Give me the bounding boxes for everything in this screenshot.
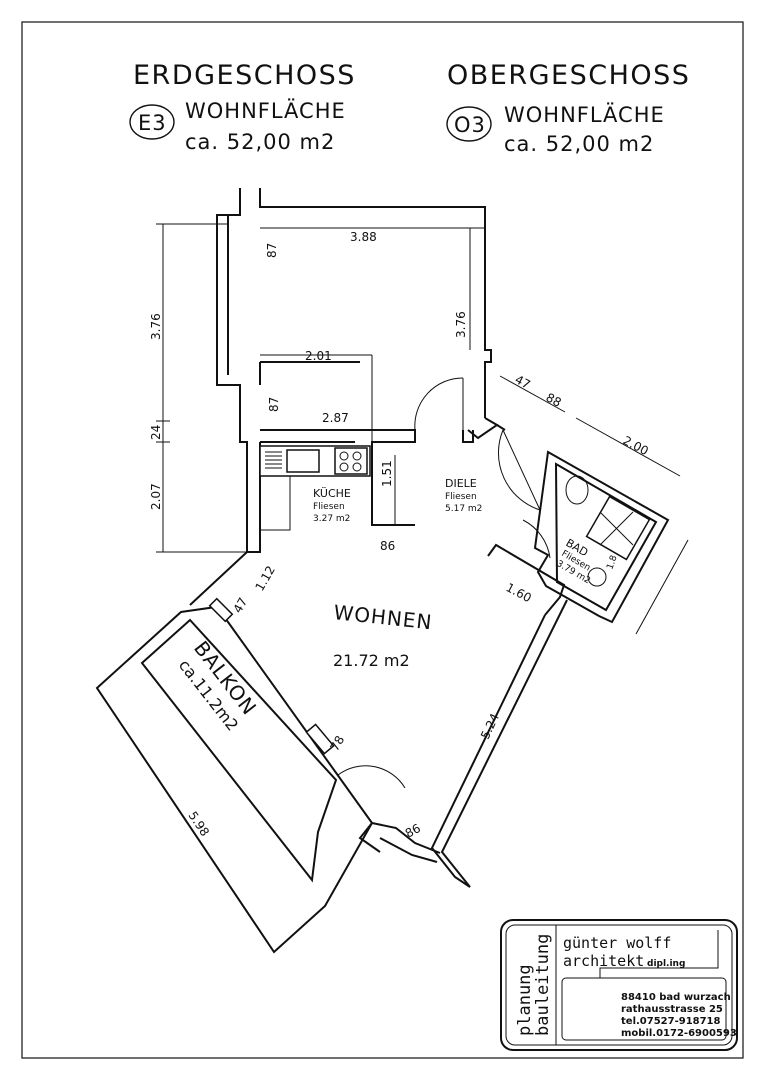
- dimension-lines: [96, 223, 689, 953]
- architect-stamp: planung bauleitung günter wolff architek…: [500, 919, 738, 1051]
- stamp-line-4: mobil.0172-6900593: [621, 1028, 737, 1039]
- unit-o3-label: O3: [454, 113, 486, 137]
- stamp-name: günter wolff: [563, 934, 671, 952]
- bath-fixtures: [565, 475, 651, 587]
- dim-bath-small: 1.8: [605, 554, 619, 571]
- room-kueche-area: 3.27 m2: [313, 514, 350, 524]
- dim-top-niche: 87: [265, 243, 279, 258]
- dim-living-door: 86: [403, 821, 423, 841]
- dim-kitchen-depth: 1.51: [380, 460, 394, 487]
- dim-inner-width: 2.01: [305, 349, 332, 363]
- unit-o3-circle: [446, 106, 492, 142]
- header-right-floor: OBERGESCHOSS: [447, 60, 690, 91]
- stamp-line-3: tel.07527-918718: [621, 1016, 721, 1027]
- sheet-frame: [21, 21, 744, 1059]
- unit-e3-circle: [129, 104, 175, 140]
- unit-e3-label: E3: [138, 111, 167, 135]
- dim-living-47: 47: [230, 595, 250, 615]
- room-wohnen-name: WOHNEN: [332, 600, 433, 634]
- dim-hall-47: 47: [513, 372, 533, 392]
- stamp-side-top: planung: [515, 964, 535, 1036]
- stamp-side-bottom: bauleitung: [533, 934, 553, 1036]
- balcony-post-marker: [208, 597, 234, 623]
- dim-bath-inner: 1.60: [504, 580, 534, 605]
- header-left-label: WOHNFLÄCHE: [185, 98, 346, 123]
- room-diele-finish: Fliesen: [445, 492, 477, 502]
- dim-hall-88: 88: [544, 390, 564, 410]
- header-left-area: ca. 52,00 m2: [185, 130, 335, 154]
- dim-bath-width: 2.00: [621, 433, 651, 458]
- room-wohnen-area: 21.72 m2: [333, 651, 410, 670]
- dim-left-mid: 24: [149, 425, 163, 440]
- kitchen-counter: [259, 445, 371, 531]
- header-left-floor: ERDGESCHOSS: [133, 60, 356, 91]
- dim-inner-niche: 87: [267, 397, 281, 412]
- stamp-title: architekt: [563, 952, 644, 970]
- dim-left-lower: 2.07: [149, 483, 163, 510]
- room-diele-name: DIELE: [445, 477, 477, 490]
- dim-top-width: 3.88: [350, 230, 377, 244]
- dim-living-112: 1.12: [252, 563, 277, 593]
- dim-balcony-door: 78: [327, 733, 347, 753]
- doors: [337, 377, 551, 824]
- dim-inner-upper: 3.76: [454, 311, 468, 338]
- room-kueche-finish: Fliesen: [313, 502, 345, 512]
- header-right-label: WOHNFLÄCHE: [504, 102, 665, 127]
- dim-left-upper: 3.76: [149, 313, 163, 340]
- stamp-line-1: 88410 bad wurzach: [621, 992, 731, 1003]
- dim-balcony-length: 5.98: [186, 809, 213, 839]
- balcony-window-marker: [305, 723, 335, 755]
- dim-kitchen-width: 2.87: [322, 411, 349, 425]
- room-diele-area: 5.17 m2: [445, 504, 482, 514]
- header-right-area: ca. 52,00 m2: [504, 132, 654, 156]
- room-kueche-name: KÜCHE: [313, 487, 351, 500]
- stamp-degree: dipl.ing: [647, 959, 685, 969]
- dim-kitchen-door: 86: [380, 539, 395, 553]
- stamp-line-2: rathausstrasse 25: [621, 1004, 723, 1015]
